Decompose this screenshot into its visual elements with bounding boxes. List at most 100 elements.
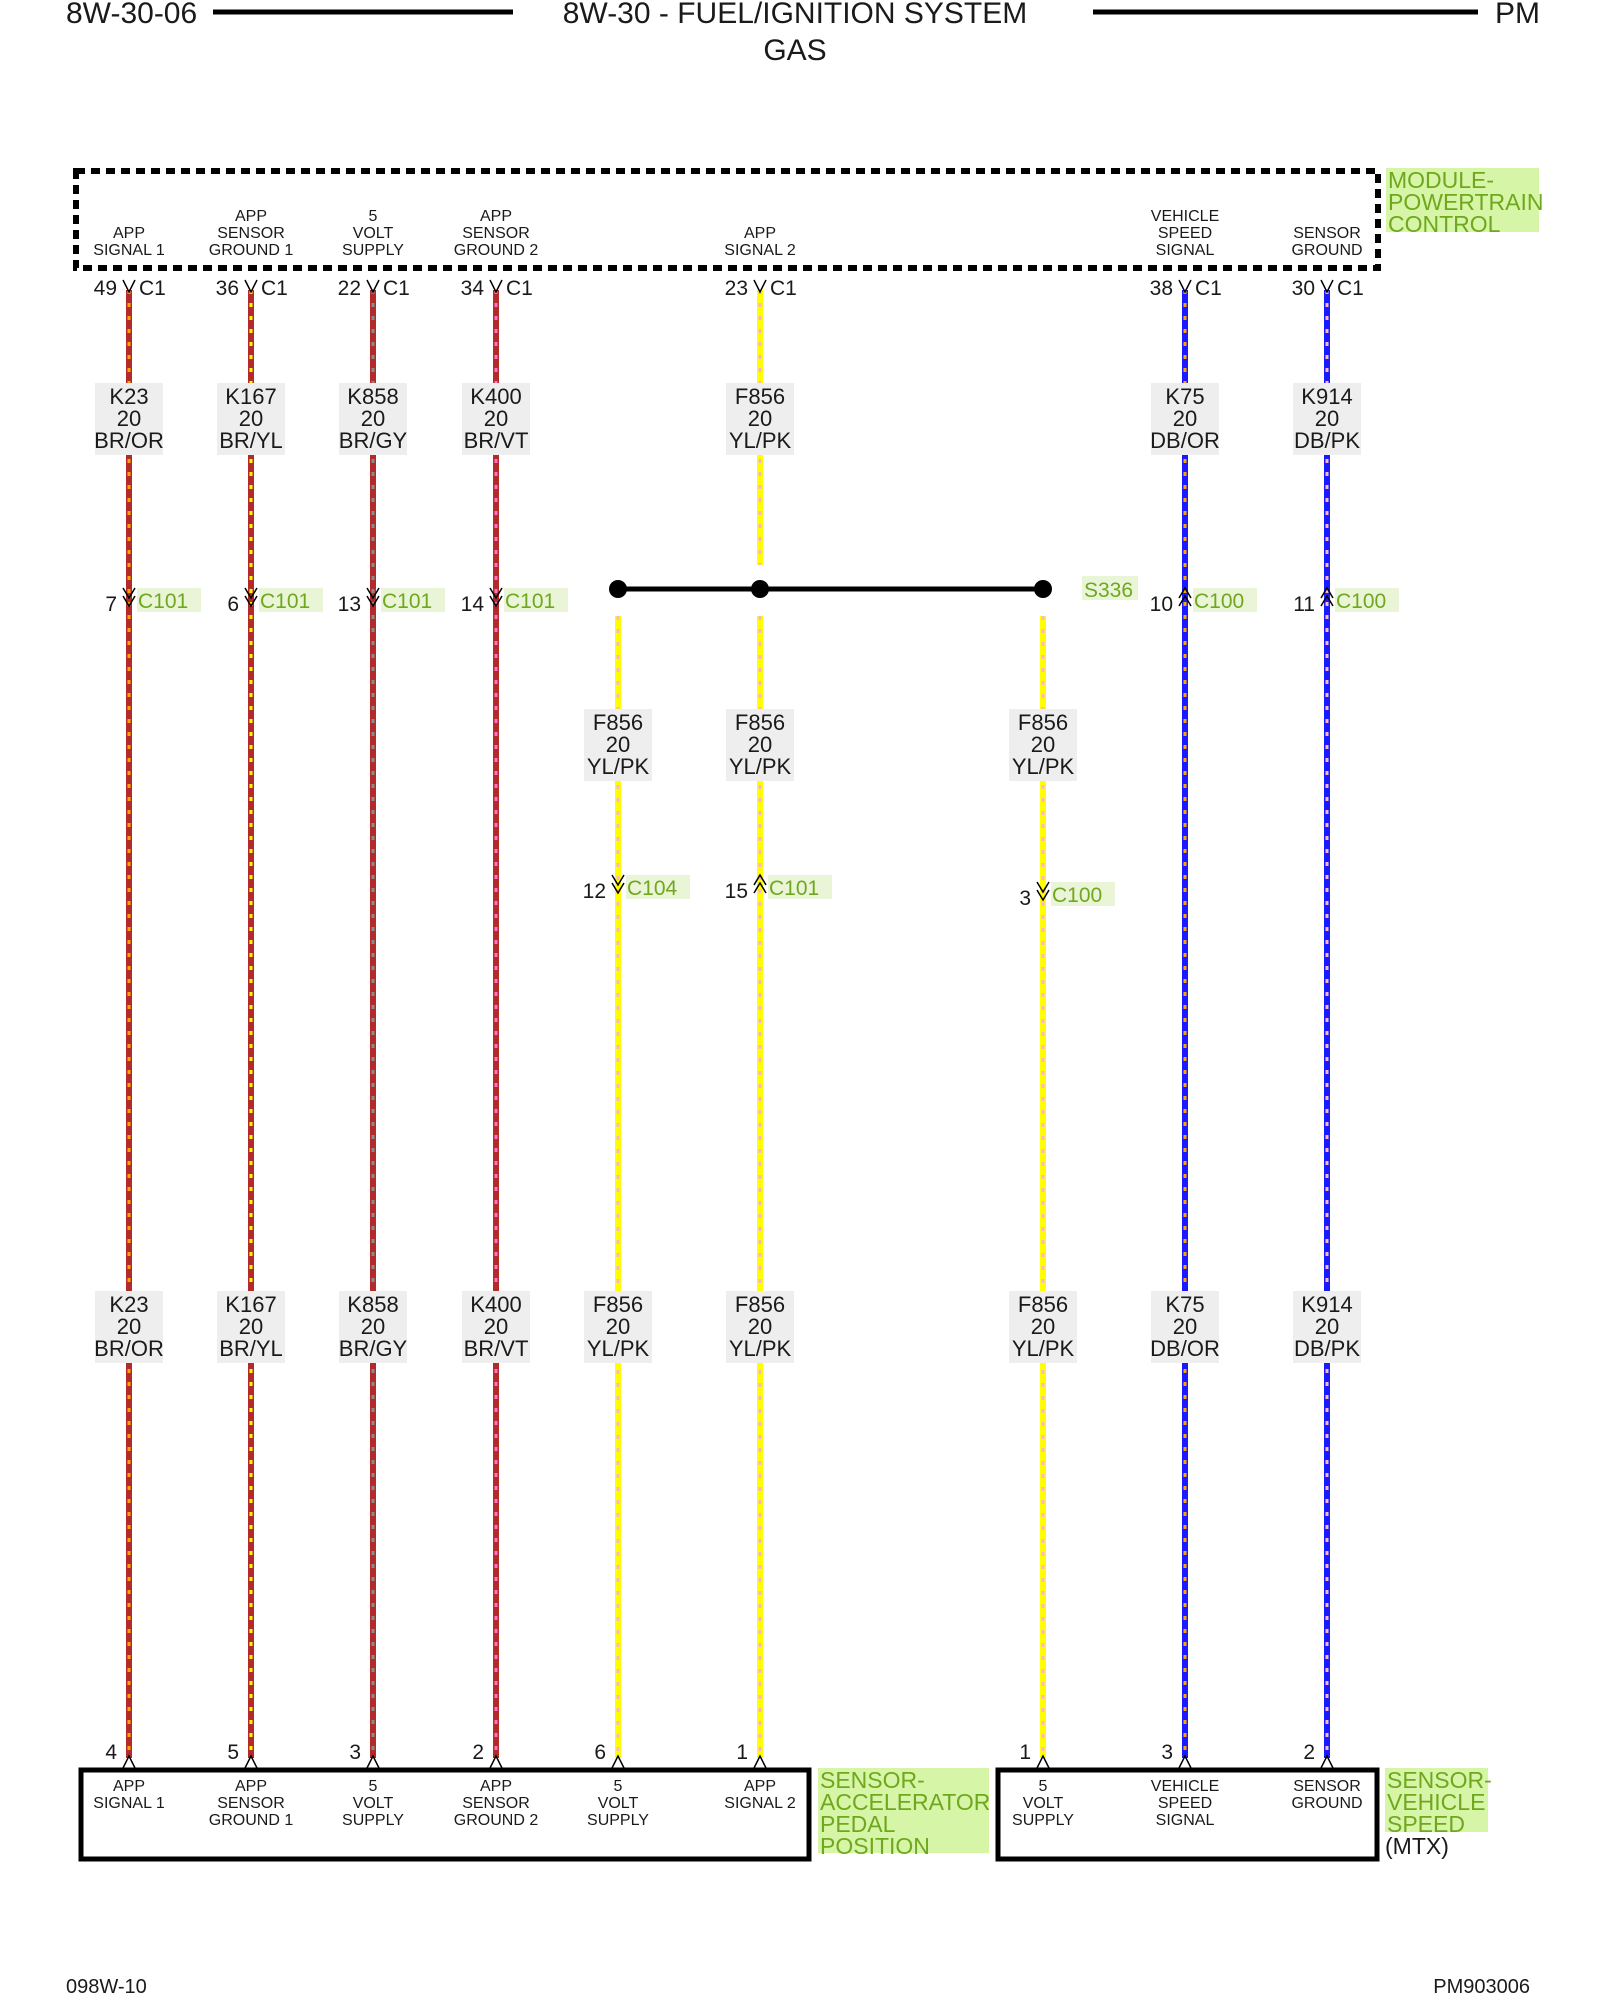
vss-name-line-2: VEHICLE bbox=[1387, 1789, 1485, 1815]
inline-connector-id: C101 bbox=[505, 590, 555, 613]
pcm-pin-label: APP bbox=[744, 225, 776, 242]
app-sensor-name-line-4: POSITION bbox=[820, 1833, 930, 1859]
connector-id-highlight bbox=[626, 875, 690, 899]
pcm-pin-number: 23 bbox=[725, 277, 748, 300]
splice-wire-gauge: 20 bbox=[1031, 732, 1055, 757]
lower-wire-gauge: 20 bbox=[606, 1314, 630, 1339]
pin-chevron-icon bbox=[1320, 1754, 1334, 1769]
connector-chevron-icon bbox=[1036, 881, 1050, 902]
lower-wire-color: DB/OR bbox=[1150, 1336, 1220, 1361]
sensor-pin-label: SIGNAL 1 bbox=[93, 1795, 165, 1812]
pcm-pin-label: SENSOR bbox=[1293, 225, 1361, 242]
lower-wire-color: BR/YL bbox=[219, 1336, 283, 1361]
connector-id-highlight bbox=[1335, 588, 1399, 612]
pin-chevron-icon bbox=[366, 279, 380, 294]
pin-chevron-icon bbox=[122, 279, 136, 294]
pcm-connector-id: C1 bbox=[261, 277, 288, 300]
sensor-pin-label: 5 bbox=[614, 1778, 623, 1795]
pin-chevron-icon bbox=[1036, 1754, 1050, 1769]
page-subtitle: GAS bbox=[763, 34, 826, 67]
lower-wire-color: YL/PK bbox=[1012, 1336, 1075, 1361]
pcm-pin-label: SIGNAL bbox=[1156, 242, 1215, 259]
pin-chevron-icon bbox=[1178, 279, 1192, 294]
connector-id-highlight bbox=[504, 588, 568, 612]
upper-wire-circuit: K23 bbox=[109, 384, 148, 409]
wire-label-bg bbox=[584, 1291, 652, 1363]
sensor-pin-label: APP bbox=[480, 1778, 512, 1795]
upper-wire-color: BR/YL bbox=[219, 428, 283, 453]
inline-connector-id: C101 bbox=[138, 590, 188, 613]
page-code: 8W-30-06 bbox=[66, 0, 197, 30]
inline-connector-id: C100 bbox=[1336, 590, 1386, 613]
wire-label-bg bbox=[339, 383, 407, 455]
sensor-pin-number: 1 bbox=[1019, 1741, 1031, 1764]
pcm-module-box bbox=[73, 168, 1381, 271]
lower-wire-gauge: 20 bbox=[1173, 1314, 1197, 1339]
splice-node bbox=[609, 580, 627, 598]
sensor-pin-label: VOLT bbox=[1023, 1795, 1064, 1812]
upper-wire-color: BR/GY bbox=[339, 428, 408, 453]
sensor-pin-label: SUPPLY bbox=[587, 1812, 649, 1829]
connector-chevron-icon bbox=[489, 587, 503, 608]
lower-wire-circuit: K23 bbox=[109, 1292, 148, 1317]
pin-chevron-icon bbox=[753, 1754, 767, 1769]
splice-name: S336 bbox=[1084, 579, 1133, 602]
inline-pin-number: 3 bbox=[1019, 887, 1031, 910]
pcm-connector-id: C1 bbox=[506, 277, 533, 300]
sensor-pin-number: 3 bbox=[349, 1741, 361, 1764]
splice-wire-color: YL/PK bbox=[729, 754, 792, 779]
sensor-pin-label: SENSOR bbox=[217, 1795, 285, 1812]
sensor-pin-label: SIGNAL bbox=[1156, 1812, 1215, 1829]
pin-chevron-icon bbox=[122, 1754, 136, 1769]
splice-wire-color: YL/PK bbox=[587, 754, 650, 779]
inline-pin-number: 7 bbox=[105, 593, 117, 616]
lower-wire-color: DB/PK bbox=[1294, 1336, 1360, 1361]
lower-wire-circuit: K400 bbox=[470, 1292, 521, 1317]
vss-name-line-1: SENSOR- bbox=[1387, 1767, 1492, 1793]
pcm-pin-label: SIGNAL 1 bbox=[93, 242, 165, 259]
pcm-pin-label: SENSOR bbox=[217, 225, 285, 242]
app-sensor-name-line-3: PEDAL bbox=[820, 1811, 896, 1837]
sensor-pin-number: 2 bbox=[472, 1741, 484, 1764]
upper-wire-gauge: 20 bbox=[484, 406, 508, 431]
connector-id-highlight bbox=[1193, 588, 1257, 612]
lower-wire-circuit: K75 bbox=[1165, 1292, 1204, 1317]
sensor-pin-number: 4 bbox=[105, 1741, 117, 1764]
pcm-pin-number: 34 bbox=[461, 277, 485, 300]
connector-chevron-icon bbox=[1320, 586, 1334, 607]
upper-wire-color: YL/PK bbox=[729, 428, 792, 453]
lower-wire-circuit: K167 bbox=[225, 1292, 276, 1317]
app-sensor-name-line-1: SENSOR- bbox=[820, 1767, 925, 1793]
wire-labels-layer: K2320BR/ORK16720BR/YLK85820BR/GYK40020BR… bbox=[94, 383, 1361, 1363]
connector-chevron-icon bbox=[753, 873, 767, 894]
sensor-pin-label: SUPPLY bbox=[1012, 1812, 1074, 1829]
lower-wire-gauge: 20 bbox=[239, 1314, 263, 1339]
inline-connector-id: C101 bbox=[260, 590, 310, 613]
inline-connector-id: C100 bbox=[1052, 884, 1102, 907]
splice-node bbox=[1034, 580, 1052, 598]
upper-wire-circuit: K75 bbox=[1165, 384, 1204, 409]
pin-chevron-icon bbox=[753, 279, 767, 294]
inline-pin-number: 14 bbox=[461, 593, 485, 616]
splice-node bbox=[751, 580, 769, 598]
sensor-pin-label: SENSOR bbox=[462, 1795, 530, 1812]
wires-layer bbox=[126, 290, 1330, 1758]
inline-connector-id: C101 bbox=[769, 877, 819, 900]
vss-sensor-box bbox=[995, 1767, 1380, 1862]
lower-wire-circuit: F856 bbox=[1018, 1292, 1068, 1317]
pcm-connector-id: C1 bbox=[1337, 277, 1364, 300]
pin-chevron-icon bbox=[244, 1754, 258, 1769]
wire-label-bg bbox=[95, 383, 163, 455]
wire-label-bg bbox=[1293, 383, 1361, 455]
pcm-pin-number: 49 bbox=[94, 277, 117, 300]
sensor-pin-label: GROUND bbox=[1291, 1795, 1362, 1812]
lower-wire-circuit: F856 bbox=[593, 1292, 643, 1317]
sensor-pin-label: APP bbox=[744, 1778, 776, 1795]
lower-wire-color: YL/PK bbox=[729, 1336, 792, 1361]
pin-chevron-icon bbox=[1178, 1754, 1192, 1769]
pcm-pin-number: 36 bbox=[216, 277, 239, 300]
vss-name-highlight bbox=[1385, 1768, 1488, 1832]
